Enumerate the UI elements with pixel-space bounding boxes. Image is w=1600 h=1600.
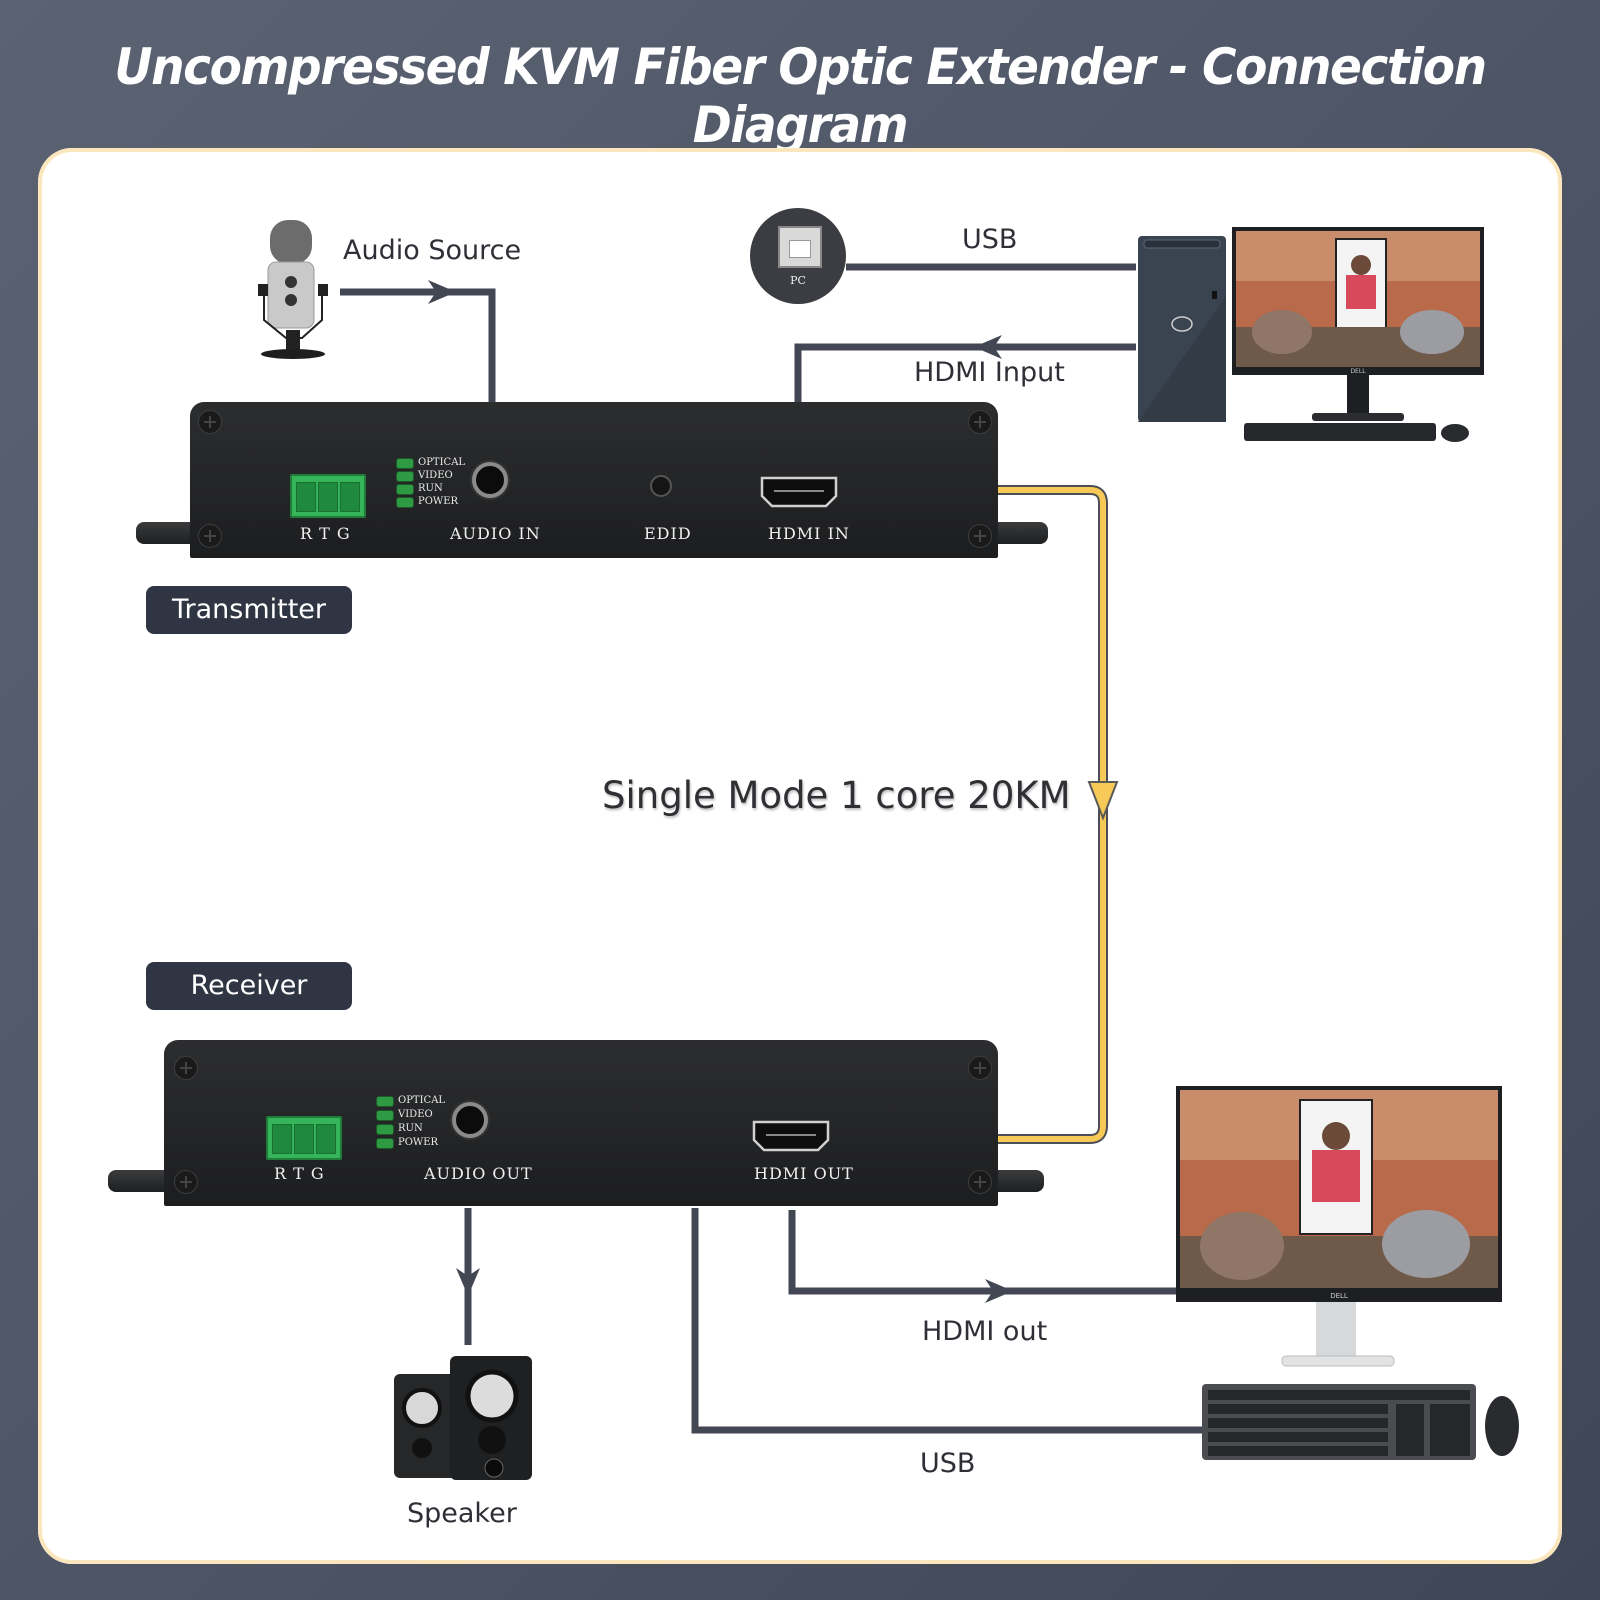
led-video [396,471,414,482]
fiber-label: Single Mode 1 core 20KM [602,774,1071,817]
microphone-icon [256,220,332,360]
rtg-terminal-block [290,474,366,518]
led-power [396,497,414,508]
monitor-brand-logo: DELL [1330,1292,1348,1300]
monitor-icon: DELL [1176,1086,1502,1376]
led-run [376,1124,394,1135]
receiver-device: R T G OPTICAL VIDEO RUN POWER AUDIO OUT … [108,1040,1044,1210]
screw [198,524,222,548]
hdmi-out-port [752,1120,830,1152]
pc-badge-text: PC [790,274,806,287]
led-label-video: VIDEO [418,470,453,481]
arrow-fiber [1087,781,1119,821]
audio-in-jack [472,462,508,498]
screw [968,1056,992,1080]
audio-out-jack [452,1102,488,1138]
hdmi-out-line [788,1210,1180,1295]
hdmi-input-label: HDMI Input [914,357,1065,388]
monitor-brand-logo: DELL [1350,368,1366,375]
usb-bottom-line [691,1208,1208,1434]
keyboard-mouse-icon [1202,1380,1520,1480]
audio-out-label: AUDIO OUT [424,1164,533,1183]
screw [968,1170,992,1194]
hdmi-in-label: HDMI IN [768,524,850,543]
screw [174,1170,198,1194]
screw [968,410,992,434]
speaker-label: Speaker [407,1498,517,1529]
led-label-power: POWER [418,496,459,507]
hdmi-out-label: HDMI OUT [754,1164,854,1183]
transmitter-device: R T G OPTICAL VIDEO RUN POWER AUDIO IN E… [136,402,1048,562]
arrow-hdmi-input [974,335,1002,359]
usb-bottom-label: USB [920,1448,976,1479]
led-optical [396,458,414,469]
transmitter-tag: Transmitter [146,586,352,634]
screw [968,524,992,548]
speaker-icon [392,1356,534,1482]
hdmi-in-port [760,476,838,508]
led-power [376,1138,394,1149]
screw [198,410,222,434]
led-label-optical: OPTICAL [398,1095,446,1106]
screw [174,1056,198,1080]
desktop-pc-icon [1138,236,1226,422]
audio-in-label: AUDIO IN [450,524,541,543]
monitor-icon: DELL [1232,227,1484,445]
edid-button [650,475,672,497]
receiver-tag: Receiver [146,962,352,1010]
led-label-power: POWER [398,1137,439,1148]
led-label-video: VIDEO [398,1109,433,1120]
led-label-run: RUN [398,1123,423,1134]
rtg-label: R T G [274,1164,325,1183]
arrow-audio-out [456,1268,480,1296]
hdmi-out-label-line: HDMI out [922,1316,1048,1347]
led-optical [376,1096,394,1107]
rtg-terminal-block [266,1116,342,1160]
led-label-optical: OPTICAL [418,457,466,468]
usb-top-label: USB [962,224,1018,255]
edid-label: EDID [644,524,692,543]
usb-b-port-icon: PC [750,208,846,304]
arrow-hdmi-out [985,1279,1013,1303]
audio-source-label: Audio Source [343,235,522,266]
page-title: Uncompressed KVM Fiber Optic Extender - … [114,38,1487,154]
rtg-label: R T G [300,524,351,543]
led-video [376,1110,394,1121]
led-label-run: RUN [418,483,443,494]
led-run [396,484,414,495]
arrow-audio-source [428,280,456,304]
